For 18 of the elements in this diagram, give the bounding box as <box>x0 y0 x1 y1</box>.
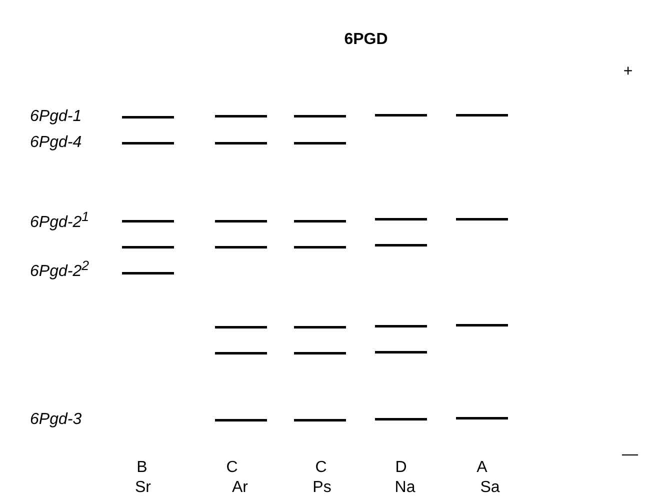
lane-label: Na <box>394 479 416 497</box>
locus-label: 6Pgd-4 <box>30 134 82 152</box>
lane-label: Ps <box>312 479 332 497</box>
lane-label: Sa <box>480 479 500 497</box>
lane-group-label: D <box>395 459 407 477</box>
allele-label: 6Pgd-2$^{2}$ <box>30 256 90 282</box>
lane-label: Sr <box>135 479 151 497</box>
lane-group-label: A <box>476 459 488 477</box>
lane-label: Ar <box>232 479 248 497</box>
cathode-sign: — <box>622 446 638 464</box>
allele-label: 6Pgd-2$^{1}$ <box>30 208 90 232</box>
locus-label: 6Pgd-1 <box>30 108 82 126</box>
anode-sign: + <box>623 63 633 81</box>
lane-group-label: B <box>136 459 148 477</box>
lane-group-label: C <box>226 459 238 477</box>
locus-label: 6Pgd-3 <box>30 411 82 429</box>
lane-group-label: C <box>315 459 327 477</box>
gel-title: 6PGD <box>344 31 388 49</box>
